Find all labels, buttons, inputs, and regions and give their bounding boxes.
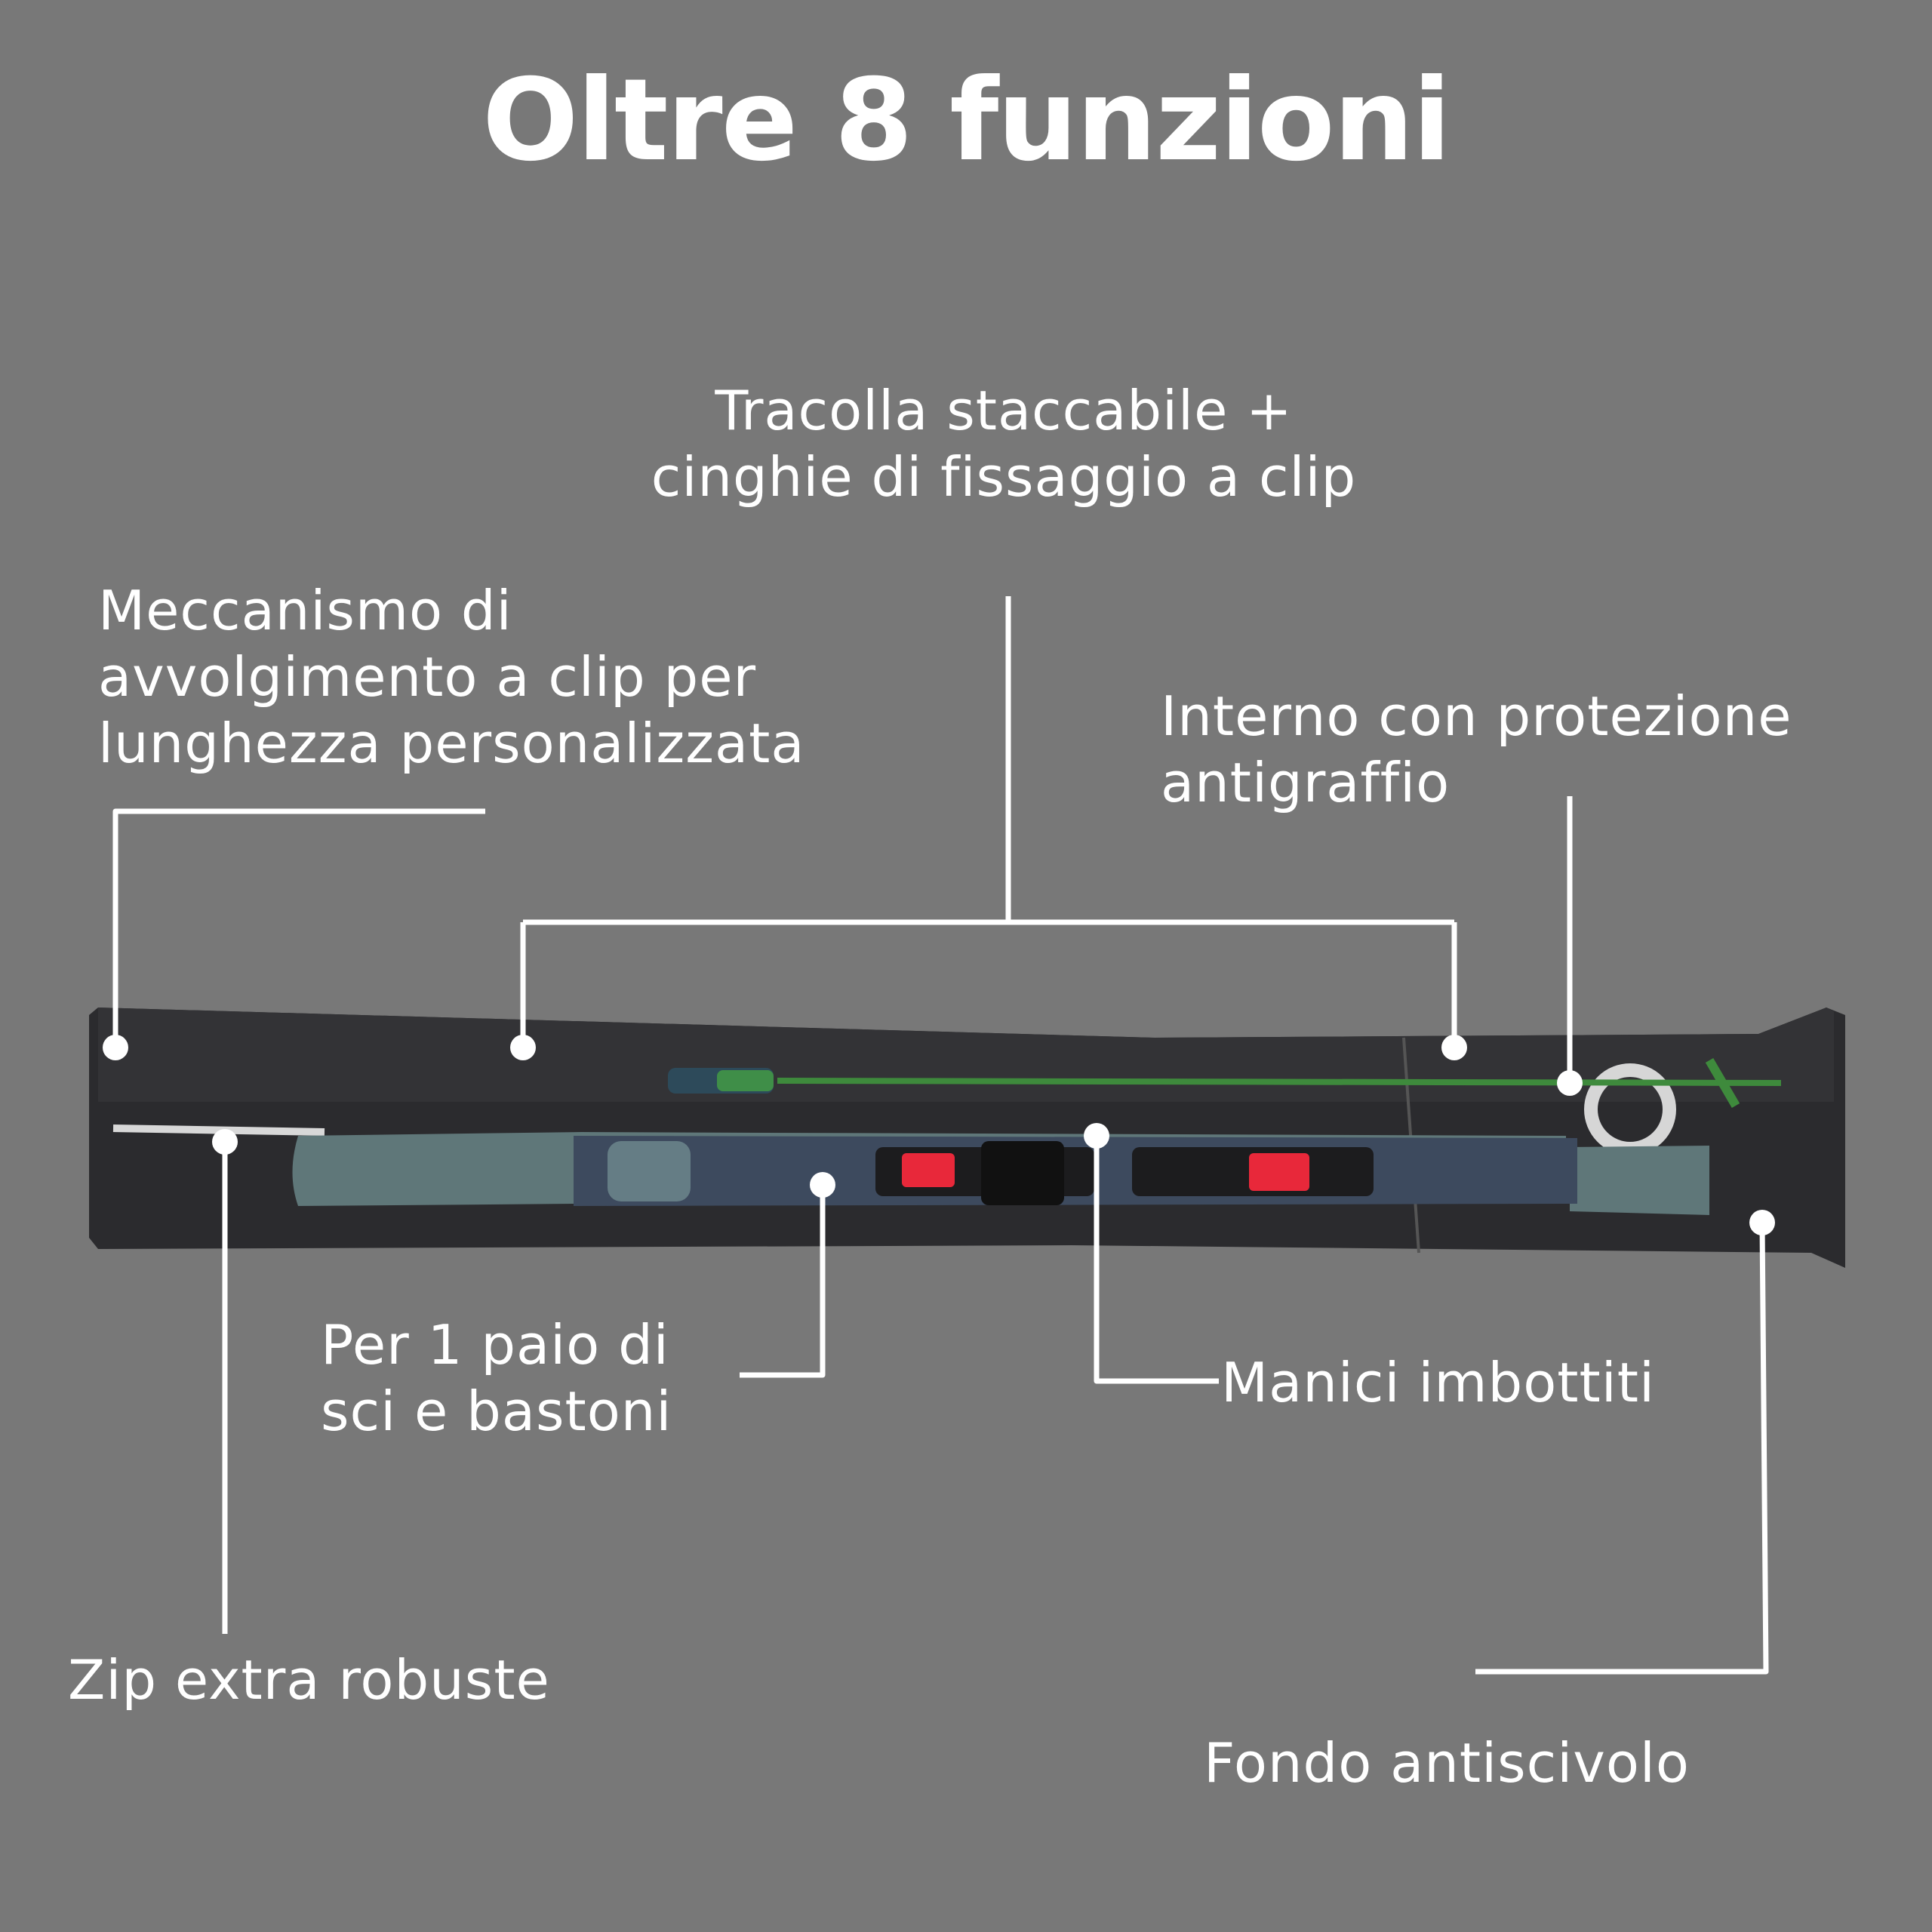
manici-callout-line xyxy=(1094,1136,1219,1384)
meccanismo-callout-line xyxy=(112,808,485,1048)
interno-dot xyxy=(1557,1070,1583,1096)
feature-label-tracolla: Tracolla staccabile + cinghie di fissagg… xyxy=(651,379,1357,509)
tracolla-callout-line xyxy=(520,596,1457,1048)
feature-label-paio: Per 1 paio di sci e bastoni xyxy=(321,1313,672,1443)
feature-label-zip: Zip extra robuste xyxy=(68,1648,550,1712)
fondo-dot xyxy=(1749,1210,1775,1235)
meccanismo-dot xyxy=(103,1035,128,1060)
zip-dot xyxy=(212,1129,238,1155)
tracolla-dot-right xyxy=(1441,1035,1467,1060)
ski-pole xyxy=(668,1057,1782,1109)
feature-label-manici: Manici imbottiti xyxy=(1221,1351,1655,1414)
page-title: Oltre 8 funzioni xyxy=(482,55,1451,186)
ski xyxy=(292,1132,1709,1215)
manici-dot xyxy=(1084,1123,1109,1149)
feature-label-fondo: Fondo antiscivolo xyxy=(1204,1731,1690,1795)
fondo-callout-line xyxy=(1475,1222,1769,1675)
tracolla-dot-left xyxy=(510,1035,536,1060)
feature-label-interno: Interno con protezione antigraffio xyxy=(1161,685,1792,814)
paio-dot xyxy=(810,1172,835,1198)
paio-callout-line xyxy=(740,1185,826,1378)
feature-label-meccanismo: Meccanismo di avvolgimento a clip per lu… xyxy=(98,579,805,775)
zipper xyxy=(112,1124,325,1136)
